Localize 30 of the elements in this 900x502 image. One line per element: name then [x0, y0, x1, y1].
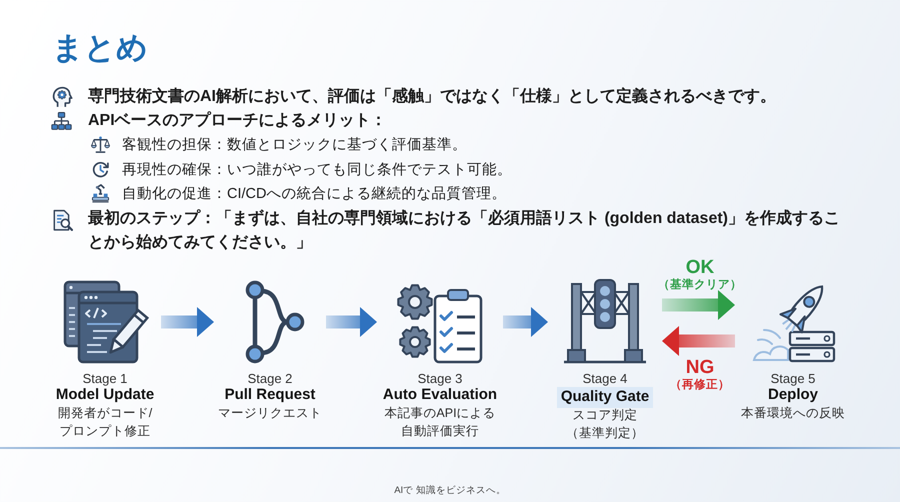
stage-description: スコア判定（基準判定）: [565, 407, 645, 442]
arrow: [161, 307, 214, 337]
edge-label: OK （基準クリア）: [657, 257, 743, 292]
stage-number: Stage 1: [82, 372, 128, 386]
text: 客観性の担保：数値とロジックに基づく評価基準。: [122, 136, 468, 155]
stage-description: マージリクエスト: [217, 405, 323, 422]
stage-title: Pull Request: [224, 386, 316, 404]
arrow: [326, 307, 377, 337]
arrow: [503, 307, 548, 337]
edge-label: NG （再修正）: [669, 357, 731, 392]
stage-title: Deploy: [766, 386, 819, 404]
arrow: [662, 290, 735, 320]
text: APIベースのアプローチによるメリット：: [88, 110, 388, 131]
text: 最初のステップ：「まずは、自社の専門領域における「必須用語リスト (golden dataset)」を作成することから始めてみてください。」: [88, 208, 842, 253]
stage-title: Model Update: [54, 386, 156, 404]
arrow: [662, 326, 735, 356]
heading: まとめ: [52, 30, 148, 66]
stage-number: Stage 2: [246, 372, 294, 386]
stage-description: 本番環境への反映: [740, 405, 846, 422]
text: 再現性の確保：いつ誰がやっても同じ条件でテスト可能。: [122, 161, 513, 180]
stage-description: 本記事のAPIによる自動評価実行: [383, 405, 497, 440]
stage-number: Stage 3: [416, 372, 464, 386]
stage-title: Quality Gate: [556, 387, 654, 408]
text: 自動化の促進：CI/CDへの統合による継続的な品質管理。: [122, 185, 508, 204]
text: 専門技術文書のAI解析において、評価は「感触」ではなく「仕様」として定義されるべきです。: [88, 86, 777, 107]
stage-number: Stage 4: [582, 372, 628, 386]
tagline: AIで 知識をビジネスへ。: [393, 484, 507, 498]
stage-number: Stage 5: [770, 372, 816, 386]
stage-title: Auto Evaluation: [382, 386, 498, 404]
stage-description: 開発者がコード/プロンプト修正: [56, 405, 154, 440]
